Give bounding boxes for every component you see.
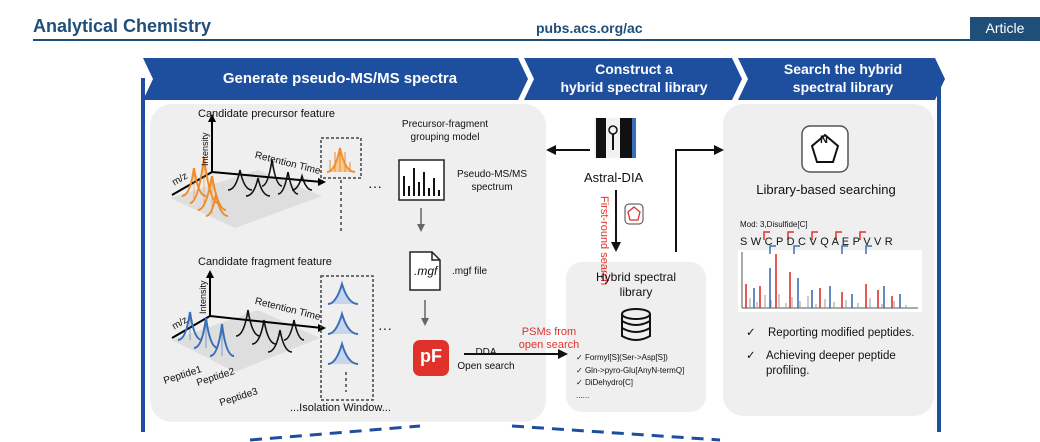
hybrid-library-line1: Hybrid spectral xyxy=(595,270,677,284)
library-search-title: Library-based searching xyxy=(756,182,896,197)
step-bar-1 xyxy=(143,58,528,100)
peptide-sequence: S W C P D C V Q A E P V V R xyxy=(740,236,893,248)
header-rule xyxy=(33,39,1040,41)
dda-open-search-label: DDA Open search xyxy=(448,346,524,374)
precursor-ellipsis: ··· xyxy=(368,178,382,194)
precursor-axis-intensity: Intensity xyxy=(200,132,210,166)
mgf-file-label: .mgf file xyxy=(452,266,488,277)
journal-url[interactable]: pubs.acs.org/ac xyxy=(536,20,643,36)
grouping-model-label: Precursor-fragment grouping model xyxy=(386,118,504,144)
article-badge: Article xyxy=(970,17,1040,39)
fragment-feature-title: Candidate fragment feature xyxy=(198,256,332,268)
grouping-model-line2: grouping model xyxy=(410,132,480,143)
step-2-label-line1: Construct a xyxy=(595,61,673,77)
journal-title: Analytical Chemistry xyxy=(33,16,212,36)
psms-line2: open search xyxy=(518,339,580,351)
bullet-item: ✓Reporting modified peptides. xyxy=(746,327,915,339)
step-1-label: Generate pseudo-MS/MS spectra xyxy=(222,70,458,87)
pseudo-spectrum-label: Pseudo-MS/MS spectrum xyxy=(452,168,532,194)
mgf-file-icon: .mgf xyxy=(414,264,438,278)
mod-item: ✓ DiDehydro[C] xyxy=(576,378,633,387)
astral-dia-label: Astral-DIA xyxy=(584,170,644,185)
step-2-label: Construct a hybrid spectral library xyxy=(534,60,734,96)
first-round-search-label: First-round search xyxy=(580,196,610,285)
psms-line1: PSMs from xyxy=(521,326,577,338)
mod-label: Mod: 3,Disulfide[C] xyxy=(740,220,808,229)
bullet-item: ✓Achieving deeper peptide profiling. xyxy=(746,350,896,377)
psms-label: PSMs from open search xyxy=(514,326,584,352)
pfind-logo: pF xyxy=(420,346,442,366)
panel-library xyxy=(566,262,706,412)
mod-more: ...... xyxy=(576,390,590,400)
step-2-label-line2: hybrid spectral library xyxy=(560,79,708,95)
precursor-feature-title: Candidate precursor feature xyxy=(198,108,335,120)
first-round-line2: search xyxy=(598,252,610,286)
step-3-label-line1: Search the hybrid xyxy=(783,61,903,77)
pseudo-spectrum-line2: spectrum xyxy=(471,182,513,193)
step-bar-2 xyxy=(524,58,742,100)
hybrid-library-line2: library xyxy=(619,285,653,299)
dda-line2: Open search xyxy=(457,361,515,372)
modification-list: ✓ Formyl[S](Ser->Asp[S]) ✓ Gln->pyro-Glu… xyxy=(576,352,684,402)
fragment-plot xyxy=(171,270,326,372)
pseudo-spectrum-line1: Pseudo-MS/MS xyxy=(456,169,528,180)
fragment-axis-intensity: Intensity xyxy=(198,280,208,314)
dda-line1: DDA xyxy=(475,347,497,358)
precursor-plot xyxy=(170,114,326,228)
step-3-label-line2: spectral library xyxy=(792,79,894,95)
imidazole-n-label: N xyxy=(820,134,828,146)
first-round-line1: First-round xyxy=(598,196,610,250)
mod-item: ✓ Formyl[S](Ser->Asp[S]) xyxy=(576,353,668,362)
mod-item: ✓ Gln->pyro-Glu[AnyN-termQ] xyxy=(576,365,685,375)
result-bullets: ✓Reporting modified peptides. ✓Achieving… xyxy=(746,326,926,379)
hybrid-library-label: Hybrid spectral library xyxy=(566,270,706,300)
isolation-window-label: ...Isolation Window... xyxy=(290,402,391,414)
step-3-label: Search the hybrid spectral library xyxy=(748,60,938,96)
grouping-model-line1: Precursor-fragment xyxy=(401,119,489,130)
step-bar-3 xyxy=(738,58,945,100)
fragment-ellipsis: ··· xyxy=(378,320,392,336)
